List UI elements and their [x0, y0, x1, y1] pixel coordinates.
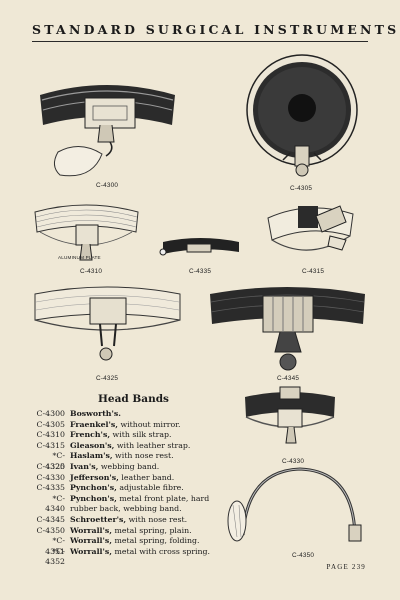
page-number: PAGE 239 [326, 563, 366, 571]
caption-c4315: C-4315 [302, 268, 325, 275]
caption-c4350: C-4350 [292, 552, 315, 559]
caption-c4300: C-4300 [96, 182, 119, 189]
headband-c4310-illustration [34, 204, 139, 261]
headband-c4335-illustration [159, 238, 239, 256]
caption-c4310: C-4310 [80, 268, 103, 275]
headband-c4325-illustration [34, 286, 181, 361]
caption-c4305: C-4305 [290, 185, 313, 192]
section-title: Head Bands [98, 393, 169, 405]
headband-c4350-illustration [227, 467, 362, 542]
headband-c4305-illustration [246, 54, 358, 177]
caption-c4325: C-4325 [96, 375, 119, 382]
headband-c4345-illustration [210, 287, 365, 371]
plate-label-c4310: ALUMINUM PLATE [58, 255, 101, 260]
headband-c4300-illustration [40, 85, 175, 177]
headband-c4330-illustration [245, 386, 335, 444]
caption-c4335: C-4335 [189, 268, 212, 275]
caption-c4330: C-4330 [282, 458, 305, 465]
headband-c4315-illustration [267, 205, 354, 251]
caption-c4345: C-4345 [277, 375, 300, 382]
page-header: STANDARD SURGICAL INSTRUMENTS [32, 22, 396, 42]
